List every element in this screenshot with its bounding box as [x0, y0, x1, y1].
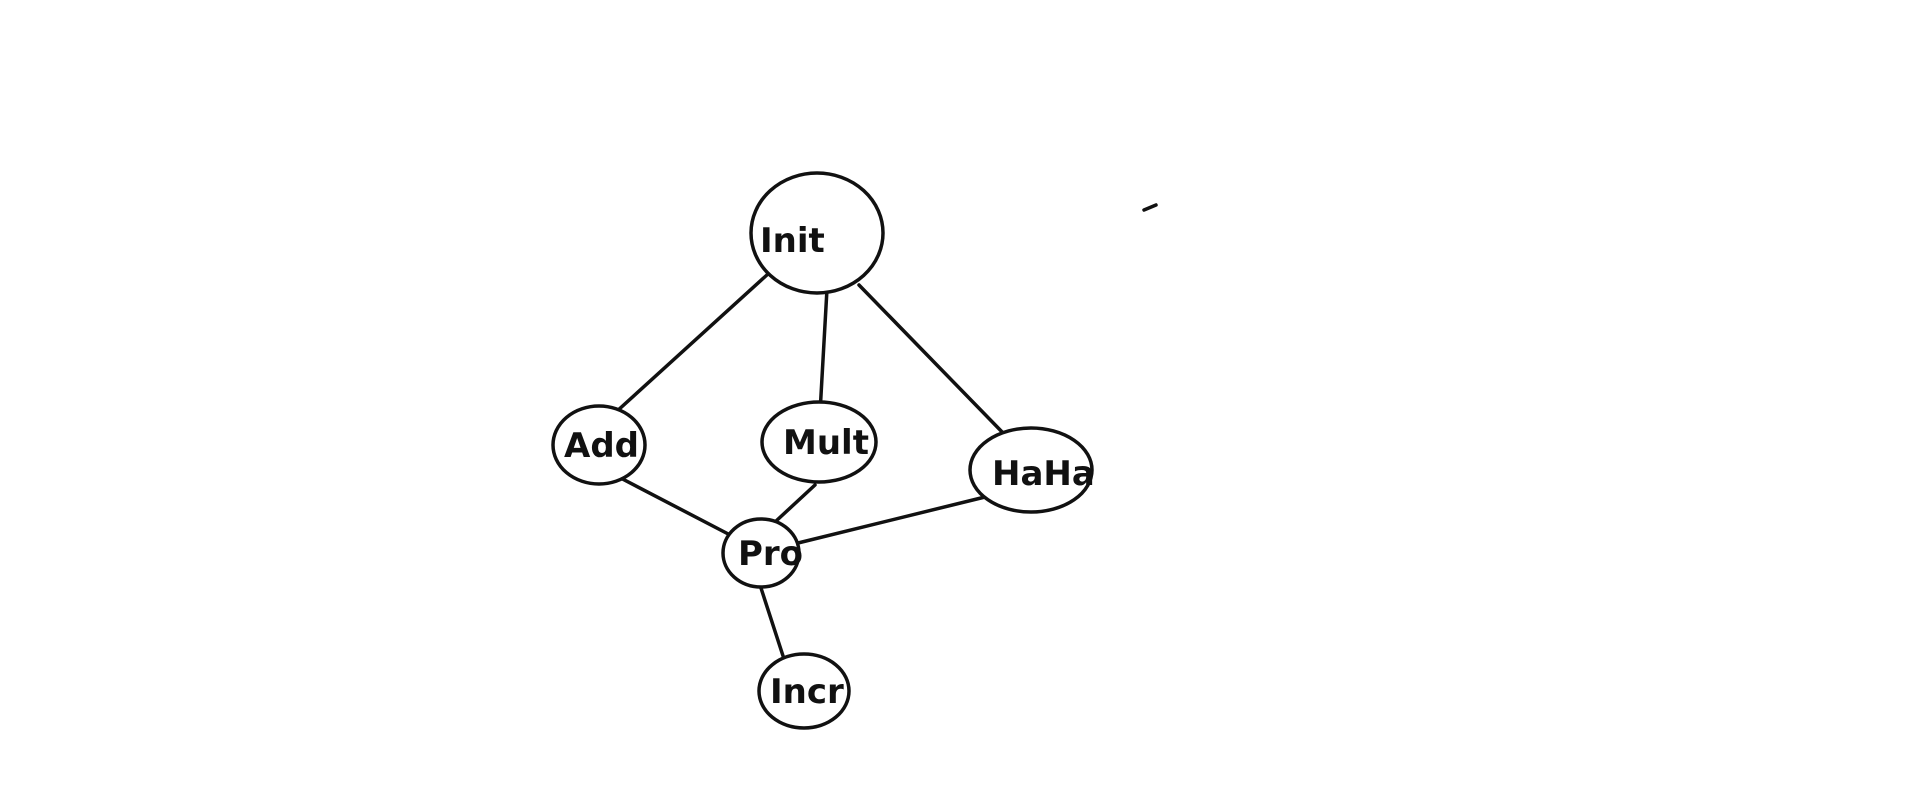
- node-mult: Mult: [760, 400, 878, 484]
- stray-pen-mark: [1142, 203, 1158, 212]
- node-init: Init: [749, 171, 885, 295]
- node-pro-shape: [721, 517, 801, 589]
- node-add: Add: [551, 404, 647, 486]
- node-haha-shape: [968, 426, 1094, 514]
- node-haha-label: HaHa: [992, 454, 1095, 494]
- node-incr-label: Incr: [770, 672, 844, 712]
- node-mult-shape: [760, 400, 878, 484]
- node-init-shape: [749, 171, 885, 295]
- node-add-label: Add: [564, 426, 639, 466]
- node-pro: Pro: [721, 517, 803, 589]
- edge-init-mult: [818, 287, 829, 415]
- edge-mult-pro: [773, 483, 817, 524]
- edge-init-add: [614, 272, 770, 414]
- node-add-shape: [551, 404, 647, 486]
- node-incr-shape: [757, 652, 851, 730]
- node-haha: HaHa: [968, 426, 1095, 514]
- edge-add-pro: [609, 471, 736, 539]
- edge-init-haha: [857, 283, 1008, 438]
- node-pro-label: Pro: [738, 534, 803, 574]
- edge-haha-pro: [796, 495, 987, 545]
- node-incr: Incr: [757, 652, 851, 730]
- node-init-label: Init: [760, 221, 825, 261]
- edge-pro-incr: [758, 583, 787, 664]
- node-mult-label: Mult: [783, 423, 869, 463]
